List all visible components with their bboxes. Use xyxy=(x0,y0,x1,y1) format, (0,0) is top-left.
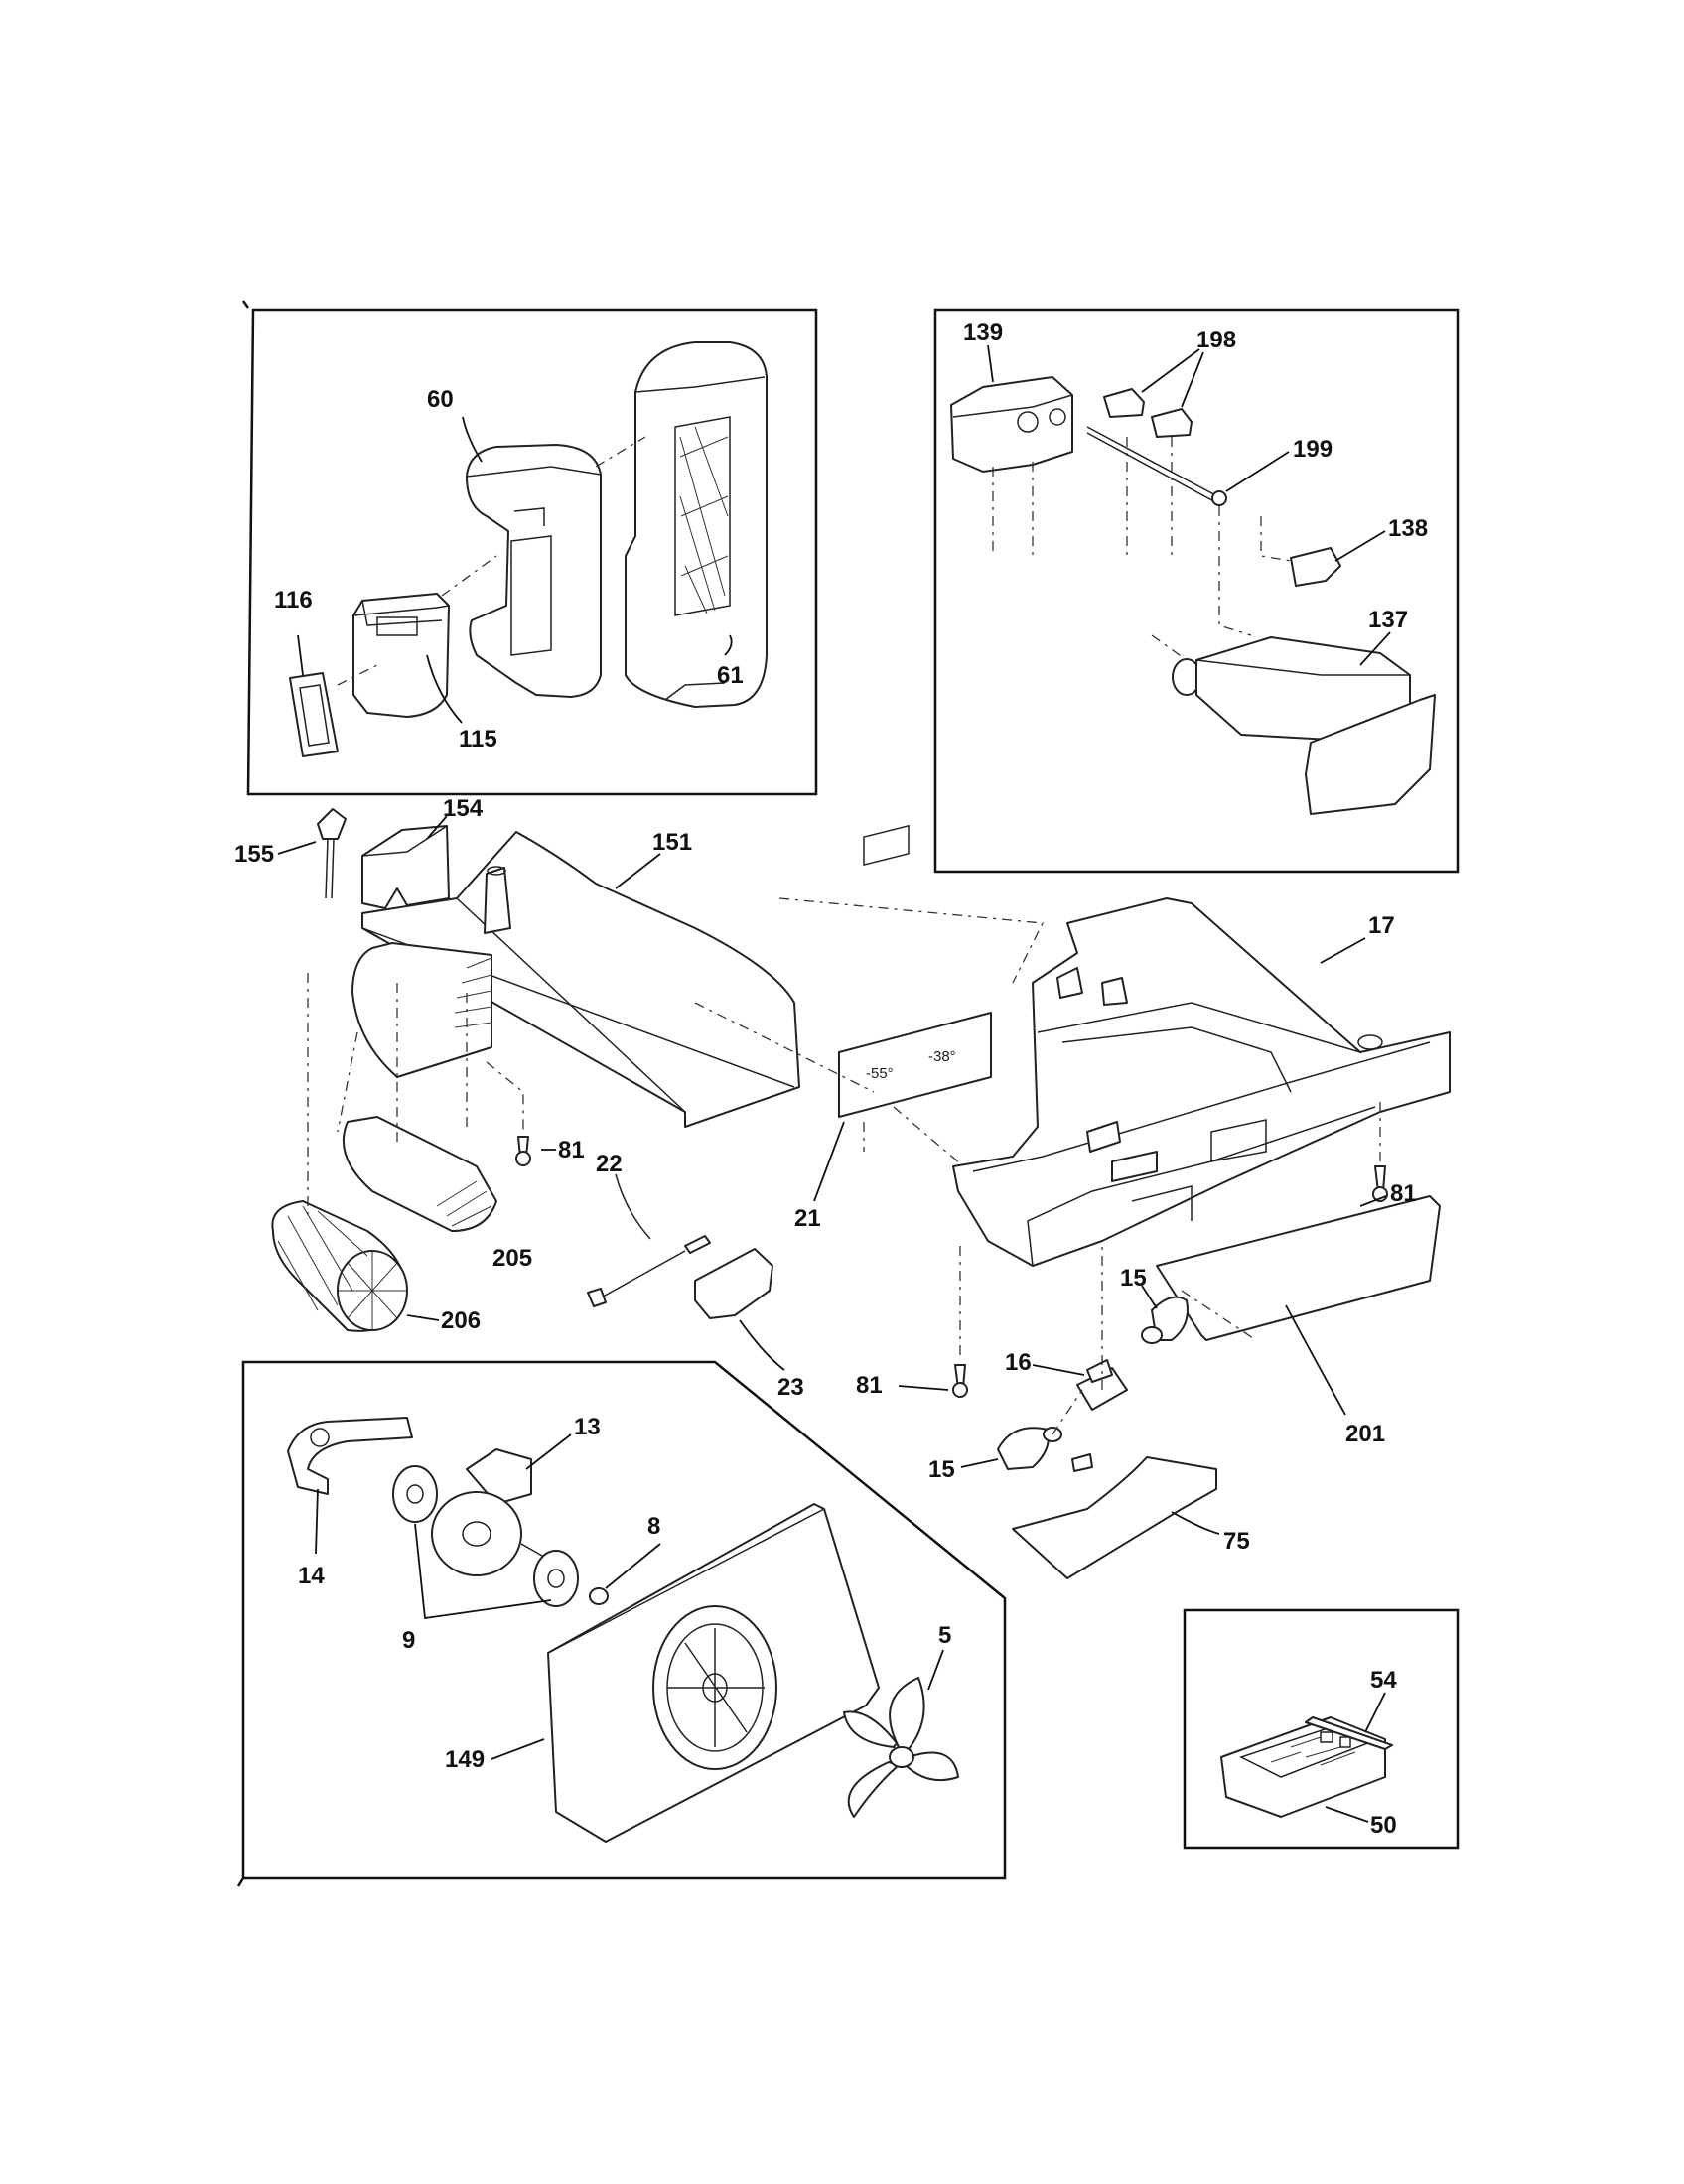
label-137: 137 xyxy=(1368,607,1408,633)
label-17: 17 xyxy=(1368,912,1395,939)
label-201: 201 xyxy=(1345,1421,1385,1447)
label-139: 139 xyxy=(963,319,1003,345)
part-75-lens xyxy=(1012,1453,1217,1579)
inset-bottom-left: 14 13 9 8 xyxy=(236,1360,1007,1887)
right-display-readout: -38° xyxy=(928,1048,956,1065)
part-198-clips xyxy=(1103,388,1193,438)
label-14: 14 xyxy=(298,1563,325,1589)
label-81-bottom: 81 xyxy=(856,1372,883,1399)
part-50-control-board xyxy=(1220,1716,1386,1818)
part-21-control-panel: -55° -38° xyxy=(838,824,992,1118)
part-115-motor xyxy=(352,593,450,718)
part-81-screw-right xyxy=(1372,1165,1388,1202)
part-fan-shell xyxy=(351,942,492,1078)
part-154-cover xyxy=(361,825,450,909)
inset-bottom-right: 54 50 xyxy=(1183,1608,1460,1850)
label-9: 9 xyxy=(402,1627,415,1654)
part-81-screw-bottom xyxy=(952,1364,968,1398)
label-60: 60 xyxy=(427,386,454,413)
part-23-cover xyxy=(694,1248,773,1319)
part-81-screw-left xyxy=(515,1136,531,1166)
label-206: 206 xyxy=(441,1307,481,1334)
part-116-gasket xyxy=(289,672,339,757)
label-138: 138 xyxy=(1388,515,1428,542)
left-display-readout: -55° xyxy=(866,1065,894,1082)
part-17-dispenser-housing xyxy=(952,897,1451,1267)
part-61-housing xyxy=(625,341,768,708)
label-16: 16 xyxy=(1005,1349,1032,1376)
part-60-housing xyxy=(466,444,602,698)
middle-section: 155 154 151 205 xyxy=(234,795,1451,1579)
label-75: 75 xyxy=(1223,1528,1250,1555)
part-205-scroll xyxy=(342,1116,497,1232)
label-8: 8 xyxy=(647,1513,660,1540)
part-199-rod xyxy=(1086,426,1227,506)
label-21: 21 xyxy=(794,1205,821,1232)
label-22: 22 xyxy=(596,1151,623,1177)
label-155: 155 xyxy=(234,841,274,868)
label-5: 5 xyxy=(938,1622,951,1649)
label-54: 54 xyxy=(1370,1667,1397,1694)
label-15-lower: 15 xyxy=(928,1456,955,1483)
part-54-connector xyxy=(1305,1716,1393,1750)
part-8-washer xyxy=(589,1587,609,1605)
inset-top-right: 139 198 199 138 137 xyxy=(933,308,1460,874)
part-149-shroud xyxy=(547,1503,880,1843)
label-151: 151 xyxy=(652,829,692,856)
part-137-paddle xyxy=(1172,636,1436,815)
label-15-upper: 15 xyxy=(1120,1265,1147,1292)
part-13-blower-motor xyxy=(431,1448,557,1576)
label-13: 13 xyxy=(574,1414,601,1440)
part-5-fan-blade xyxy=(843,1677,959,1818)
label-149: 149 xyxy=(445,1746,485,1773)
part-138-bracket xyxy=(1290,547,1341,587)
part-151-duct xyxy=(361,831,800,1128)
label-61: 61 xyxy=(717,662,744,689)
part-155 xyxy=(317,808,347,899)
label-50: 50 xyxy=(1370,1812,1397,1839)
inset-top-left: 60 116 115 61 xyxy=(241,300,818,796)
label-198: 198 xyxy=(1196,327,1236,353)
label-81-right: 81 xyxy=(1390,1180,1417,1207)
label-154: 154 xyxy=(443,795,484,822)
label-116: 116 xyxy=(274,587,313,614)
label-199: 199 xyxy=(1293,436,1333,463)
part-206-blower-wheel xyxy=(271,1200,408,1332)
part-9-wheels xyxy=(392,1465,579,1607)
label-115: 115 xyxy=(459,726,497,752)
part-14-bracket xyxy=(287,1417,413,1495)
part-201-panel xyxy=(1156,1195,1441,1341)
part-15-bulb-upper xyxy=(1141,1296,1189,1344)
label-205: 205 xyxy=(492,1245,532,1272)
part-15-bulb-lower xyxy=(997,1427,1062,1470)
part-139-actuator xyxy=(950,376,1073,473)
label-23: 23 xyxy=(777,1374,804,1401)
label-81-left: 81 xyxy=(558,1137,585,1163)
part-22-sensor xyxy=(587,1173,711,1307)
